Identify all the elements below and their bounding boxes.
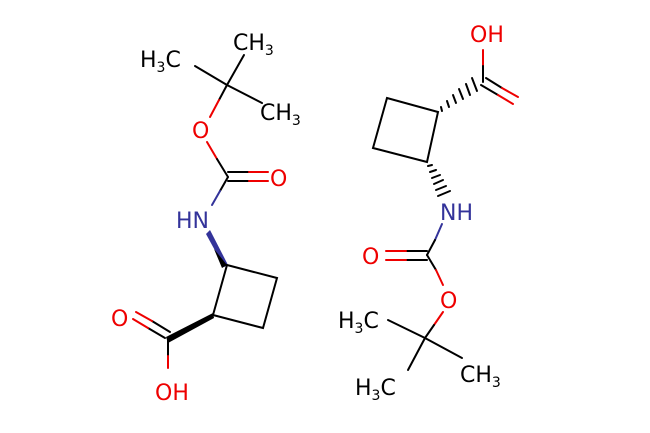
carbonyl-oxygen: O xyxy=(270,167,287,192)
ester-oxygen: O xyxy=(440,289,457,314)
bond xyxy=(407,337,426,371)
bond xyxy=(424,337,463,359)
wedge-bond xyxy=(206,230,228,267)
hashed-wedge-bond xyxy=(440,77,478,112)
wedge-bond xyxy=(214,249,227,268)
bond xyxy=(151,320,171,333)
molecule-left: H3C CH3 CH3 O O HN O OH xyxy=(111,31,301,406)
bond xyxy=(216,158,229,178)
bond xyxy=(387,319,426,339)
bond xyxy=(435,269,444,286)
bond xyxy=(194,65,228,86)
bond xyxy=(433,311,444,326)
methyl-label: CH3 xyxy=(260,101,301,129)
hashed-wedge-bond xyxy=(427,164,451,197)
wedge-bond xyxy=(166,313,214,343)
bond xyxy=(424,324,435,339)
methyl-label: H3C xyxy=(355,376,396,404)
bond xyxy=(497,94,514,105)
methyl-label: H3C xyxy=(338,309,379,337)
acid-oxygen: O xyxy=(111,307,128,332)
bond xyxy=(219,176,229,192)
acid-hydroxyl: OH xyxy=(155,381,189,406)
bond xyxy=(226,54,245,86)
bond xyxy=(132,318,149,329)
amine-nitrogen: HN xyxy=(176,209,209,234)
bond xyxy=(218,84,228,101)
bond xyxy=(226,84,263,104)
bond xyxy=(147,327,166,339)
bond xyxy=(211,190,221,206)
amine-nitrogen: NH xyxy=(440,201,473,226)
cyclobutane-ring xyxy=(211,263,279,330)
methyl-label: CH3 xyxy=(233,31,274,59)
bond xyxy=(206,141,218,160)
molecule-right: OH NH O O H3C CH3 xyxy=(338,23,519,404)
methyl-label: H3C xyxy=(140,48,181,76)
methyl-label: CH3 xyxy=(460,363,501,391)
bond xyxy=(426,239,436,256)
cyclobutane-ring xyxy=(371,96,440,164)
bond xyxy=(426,254,437,271)
bond xyxy=(434,223,443,241)
bond xyxy=(135,311,153,322)
bond xyxy=(209,99,220,118)
carbonyl-oxygen: O xyxy=(362,245,379,270)
ester-oxygen: O xyxy=(192,119,209,144)
bond xyxy=(501,87,519,98)
bond xyxy=(480,84,499,96)
bond xyxy=(485,77,503,89)
acid-hydroxyl: OH xyxy=(470,23,504,48)
